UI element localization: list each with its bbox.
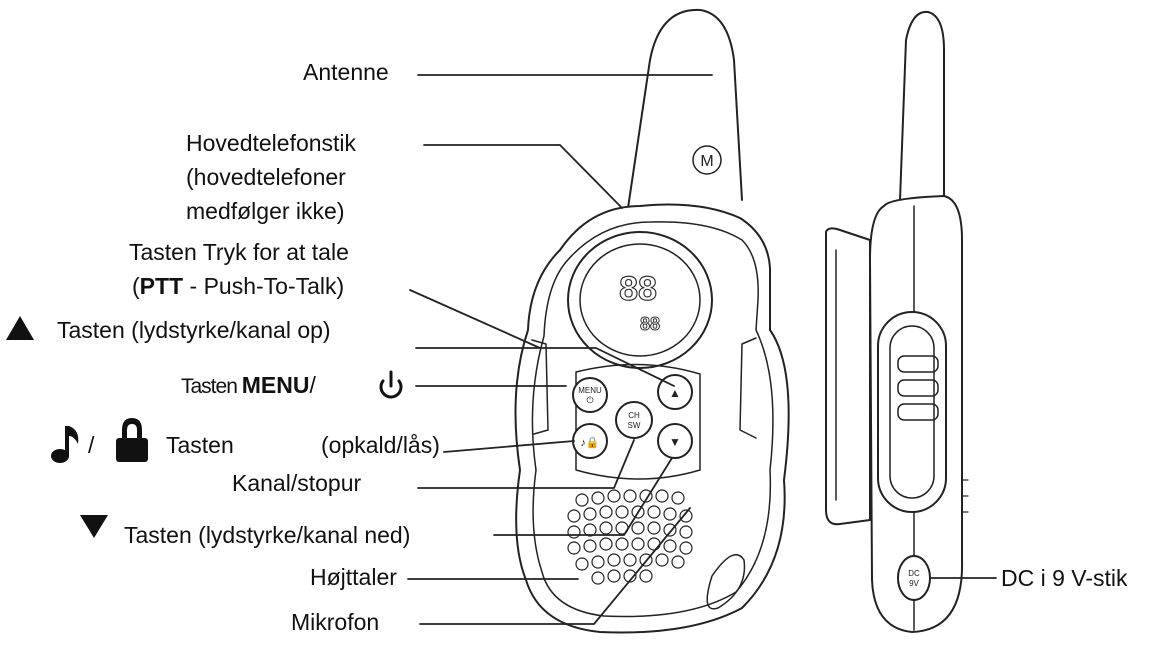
side-antenna: [899, 10, 945, 201]
down-button: [657, 423, 693, 459]
triangle-up-icon: [6, 316, 34, 340]
menu-key-label: Tasten MENU/: [181, 372, 316, 398]
triangle-down-icon: [80, 515, 108, 538]
button-panel: [575, 363, 701, 480]
up-key-label: Tasten (lydstyrke/kanal op): [57, 317, 331, 343]
down-button-glyph: ▼: [669, 435, 681, 449]
down-key-label: Tasten (lydstyrke/kanal ned): [124, 522, 411, 548]
speaker-label: Højttaler: [310, 564, 397, 590]
dc-jack: [897, 555, 931, 601]
call-lock-separator: /: [88, 432, 95, 458]
pointer-icons: [6, 316, 403, 538]
leader-lines: [407, 74, 997, 625]
logo-mark: [692, 145, 722, 175]
call-lock-key-word: Tasten: [166, 432, 234, 458]
logo-text: M: [700, 153, 713, 170]
dc-jack-text-1: DC: [908, 569, 920, 578]
dc-jack-label: DC i 9 V-stik: [1001, 565, 1128, 591]
ptt-label-2: (PTT - Push-To-Talk): [132, 273, 345, 299]
menu-button-text: MENU: [578, 386, 602, 395]
clip-latch: [877, 311, 947, 513]
antenna-label: Antenne: [303, 59, 389, 85]
lcd-digits-large: 88: [619, 270, 657, 308]
front-lower-accent: [706, 554, 746, 610]
ptt-label-1: Tasten Tryk for at tale: [129, 239, 349, 265]
front-antenna: [627, 8, 743, 209]
belt-clip: [825, 227, 871, 526]
menu-key-bold: MENU: [241, 372, 310, 398]
menu-button: [572, 377, 608, 413]
music-note-icon: [51, 426, 79, 463]
power-icon: [379, 370, 403, 399]
padlock-icon: [116, 418, 148, 462]
lcd-digits-small: 88: [640, 314, 660, 334]
ch-sw-text-2: SW: [628, 421, 641, 430]
channel-stopwatch-label: Kanal/stopur: [232, 470, 362, 496]
up-button-glyph: ▲: [669, 386, 681, 400]
headset-jack-label-1: Hovedtelefonstik: [186, 130, 357, 156]
call-lock-key-desc: (opkald/lås): [321, 432, 440, 458]
lcd-bezel: [567, 231, 713, 369]
ptt-abbrev: PTT: [139, 273, 184, 299]
menu-power-glyph: ⏻: [586, 395, 593, 405]
speaker-grille: [567, 489, 693, 585]
ch-sw-text-1: CH: [628, 411, 640, 420]
headset-jack-label-2: (hovedtelefoner: [186, 164, 346, 190]
microphone-label: Mikrofon: [291, 609, 380, 635]
call-lock-button-glyph: ♪🔒: [580, 436, 599, 449]
lcd-screen: [579, 243, 701, 357]
ch-sw-button: [615, 401, 653, 439]
up-button: [657, 374, 693, 410]
headset-jack-label-3: medfølger ikke): [186, 198, 345, 224]
dc-jack-text-2: 9V: [909, 579, 919, 588]
